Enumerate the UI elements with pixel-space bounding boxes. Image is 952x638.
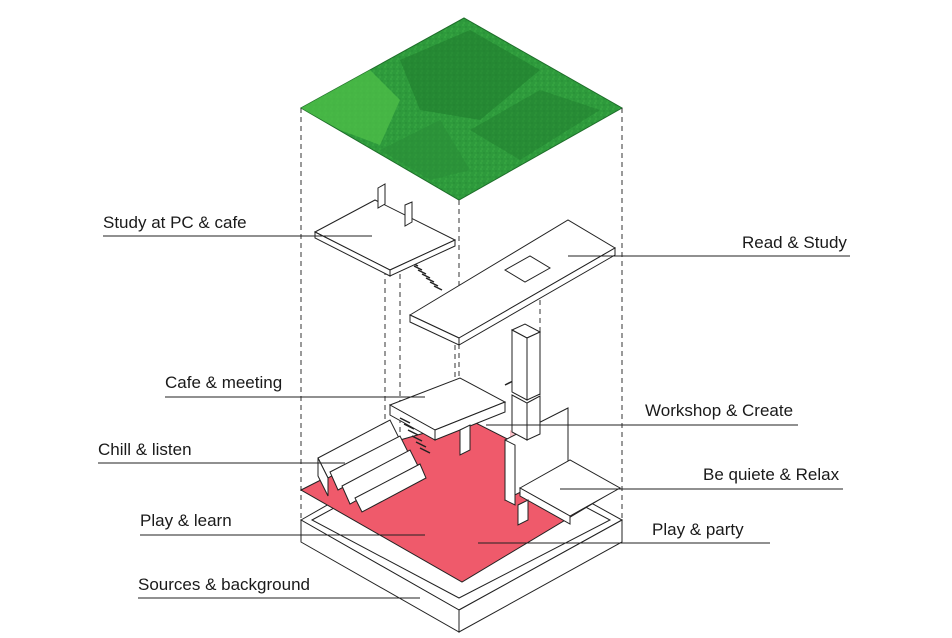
label-play-learn: Play & learn: [140, 511, 232, 530]
cafe-platform: [388, 377, 507, 456]
label-read-study: Read & Study: [742, 233, 847, 252]
label-play-party: Play & party: [652, 520, 744, 539]
green-roof: [299, 17, 624, 201]
core-column: [510, 323, 542, 441]
label-be-quiete-relax: Be quiete & Relax: [703, 465, 840, 484]
label-chill-listen: Chill & listen: [98, 440, 192, 459]
label-study-pc-cafe: Study at PC & cafe: [103, 213, 247, 232]
workshop-walls: [504, 407, 622, 526]
label-workshop-create: Workshop & Create: [645, 401, 794, 420]
read-study-slab: [408, 219, 616, 346]
leader-lines: [98, 235, 850, 599]
label-sources-background: Sources & background: [138, 575, 310, 594]
study-pc-slab: [313, 183, 457, 277]
label-cafe-meeting: Cafe & meeting: [165, 373, 283, 392]
